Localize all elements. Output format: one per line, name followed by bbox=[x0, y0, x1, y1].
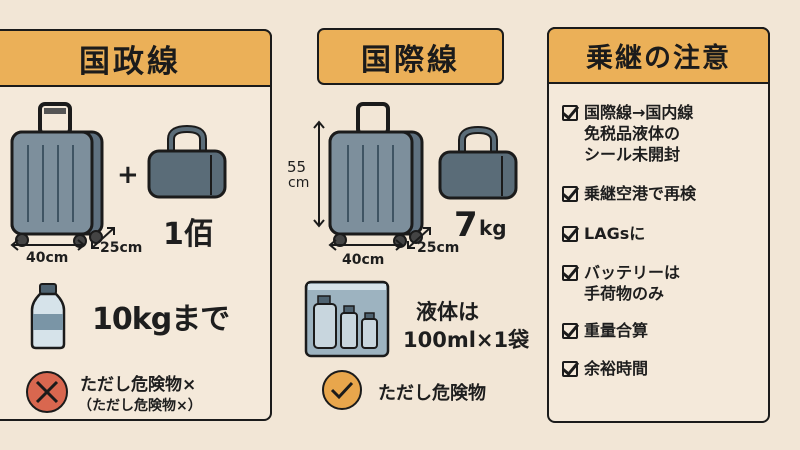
width-arrow-icon bbox=[328, 239, 404, 251]
domestic-width-label: 40cm bbox=[26, 250, 69, 266]
domestic-depth-label: 25cm bbox=[100, 240, 143, 256]
prohibited-line-2: （ただし危険物×） bbox=[78, 398, 202, 414]
checklist-item: バッテリーは 手荷物のみ bbox=[562, 262, 680, 304]
liquid-bag-icon bbox=[304, 280, 390, 358]
domestic-count-label: 1佰 bbox=[163, 217, 214, 252]
checklist-item-label: 重量合算 bbox=[584, 321, 649, 340]
plus-sign: + bbox=[117, 160, 139, 190]
international-weight-unit: kg bbox=[479, 216, 507, 240]
checklist-item-label: 余裕時間 bbox=[584, 359, 649, 378]
domestic-weight-label: 10kgまで bbox=[92, 302, 230, 337]
international-title: 国際線 bbox=[317, 28, 504, 85]
checklist-item-label: 国際線→国内線 免税品液体の シール未開封 bbox=[584, 103, 694, 164]
checklist-item: 乗継空港で再検 bbox=[562, 183, 696, 204]
height-label-unit: cm bbox=[288, 175, 310, 191]
international-depth-label: 25cm bbox=[417, 240, 460, 256]
liquid-line-1: 液体は bbox=[416, 300, 479, 324]
checklist-item: LAGsに bbox=[562, 223, 645, 244]
domestic-title: 国政線 bbox=[0, 29, 272, 87]
depth-arrow-icon bbox=[91, 227, 115, 249]
checkbox-icon bbox=[562, 361, 578, 377]
checkbox-icon bbox=[562, 105, 578, 121]
transfer-panel bbox=[547, 27, 770, 423]
bag-icon bbox=[438, 125, 518, 200]
checklist-item-label: 乗継空港で再検 bbox=[584, 184, 697, 203]
checklist-item-label: LAGsに bbox=[584, 224, 646, 243]
width-arrow-icon bbox=[10, 239, 86, 251]
prohibited-line-1: ただし危険物× bbox=[80, 375, 197, 395]
checklist-item: 余裕時間 bbox=[562, 358, 648, 379]
transfer-title: 乗継の注意 bbox=[547, 27, 770, 84]
checkbox-icon bbox=[562, 186, 578, 202]
ok-label: ただし危険物 bbox=[378, 383, 486, 404]
international-weight-number: 7 bbox=[454, 205, 478, 245]
bottle-icon bbox=[30, 283, 66, 350]
checklist-item: 重量合算 bbox=[562, 320, 648, 341]
bag-icon bbox=[147, 124, 227, 199]
checklist-item: 国際線→国内線 免税品液体の シール未開封 bbox=[562, 102, 693, 165]
suitcase-icon bbox=[10, 102, 104, 248]
international-width-label: 40cm bbox=[342, 252, 385, 268]
checkbox-icon bbox=[562, 323, 578, 339]
depth-arrow-icon bbox=[407, 227, 431, 249]
x-circle-icon bbox=[26, 371, 68, 413]
suitcase-icon bbox=[328, 102, 424, 248]
height-arrow-icon bbox=[313, 120, 325, 228]
liquid-line-2: 100ml×1袋 bbox=[403, 328, 530, 352]
check-circle-icon bbox=[322, 370, 362, 410]
checkbox-icon bbox=[562, 265, 578, 281]
height-label-number: 55 bbox=[287, 158, 307, 176]
checklist-item-label: バッテリーは 手荷物のみ bbox=[584, 263, 681, 303]
checkbox-icon bbox=[562, 226, 578, 242]
